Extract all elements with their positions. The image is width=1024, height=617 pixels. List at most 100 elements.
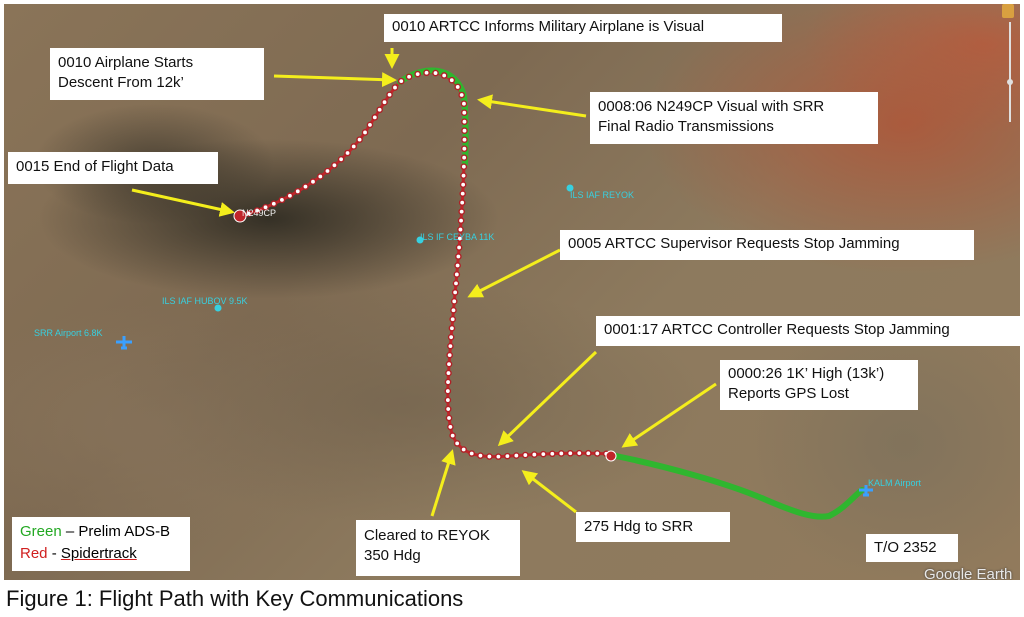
google-earth-attribution: Google Earth	[924, 566, 1013, 580]
map-legend: Green – Prelim ADS-B Red - Spidertrack	[12, 517, 190, 571]
track-point	[445, 369, 452, 377]
track-point	[286, 192, 294, 200]
track-point	[454, 262, 461, 269]
arrow-supervisor	[467, 248, 561, 298]
arrow-descent	[273, 72, 397, 88]
track-point	[477, 452, 484, 459]
arrow-gps-lost	[621, 382, 717, 448]
track-point	[461, 118, 468, 125]
compass-icon[interactable]	[1002, 4, 1014, 18]
legend-red-sep: -	[47, 545, 61, 562]
track-point	[576, 449, 583, 457]
waypoint-bov-label: ILS IAF HUBOV 9.5K	[162, 296, 248, 306]
track-point	[458, 208, 465, 215]
waypoint-ceyba-label: ILS IF CEYBA 11K	[420, 232, 495, 242]
track-point	[452, 280, 460, 287]
track-point	[540, 450, 547, 458]
callout-line: Final Radio Transmissions	[598, 118, 774, 135]
callout-srr-visual: 0008:06 N249CP Visual with SRR Final Rad…	[590, 92, 878, 144]
satellite-map[interactable]: ILS IAF REYOK ILS IF CEYBA 11K ILS IAF H…	[4, 4, 1020, 580]
track-point	[461, 136, 468, 143]
arrow-cleared	[430, 449, 456, 517]
track-point	[453, 440, 461, 447]
track-point	[549, 450, 556, 458]
track-point	[344, 149, 351, 157]
track-point	[445, 360, 453, 368]
callout-hdg275: 275 Hdg to SRR	[576, 512, 730, 542]
aircraft-tail-label: N249CP	[242, 208, 277, 218]
legend-red-word: Red	[20, 545, 48, 562]
track-point	[432, 69, 439, 77]
track-point	[317, 173, 324, 180]
track-point	[459, 181, 467, 188]
track-point	[460, 109, 468, 116]
track-point	[447, 423, 454, 431]
track-point	[522, 451, 529, 459]
track-point	[371, 114, 379, 121]
track-point	[445, 414, 453, 422]
track-point	[458, 199, 466, 206]
airplane-icon	[116, 336, 132, 350]
figure-caption: Figure 1: Flight Path with Key Communica…	[6, 586, 464, 611]
track-point	[513, 452, 520, 459]
track-point	[455, 244, 463, 251]
track-point	[450, 306, 457, 314]
track-point	[397, 77, 405, 85]
zoom-slider[interactable]	[1006, 22, 1014, 122]
track-point	[391, 84, 399, 91]
track-point	[461, 127, 468, 134]
track-point	[331, 161, 338, 169]
callout-controller: 0001:17 ARTCC Controller Requests Stop J…	[596, 316, 1020, 346]
track-point	[423, 69, 430, 77]
callout-line: Cleared to REYOK	[364, 527, 490, 544]
adsb-path-east	[613, 453, 865, 520]
track-point	[453, 271, 461, 278]
track-point	[361, 129, 369, 136]
track-point	[567, 449, 574, 457]
map-overlay	[116, 48, 873, 520]
legend-red-row: Red - Spidertrack	[20, 543, 182, 565]
track-point	[461, 145, 468, 152]
track-point	[253, 207, 261, 214]
track-point	[451, 289, 459, 296]
track-point	[531, 451, 538, 458]
callout-cleared: Cleared to REYOK 350 Hdg	[356, 520, 520, 576]
legend-green-text: – Prelim ADS-B	[61, 523, 171, 540]
track-point	[458, 91, 465, 99]
track-point	[444, 387, 452, 395]
track-point	[447, 333, 455, 341]
track-point	[504, 452, 511, 460]
airplane-icon	[859, 485, 873, 497]
callout-gps-lost: 0000:26 1K’ High (13k’) Reports GPS Lost	[720, 360, 918, 410]
callout-line: 0010 Airplane Starts	[58, 54, 194, 71]
legend-green-word: Green	[20, 523, 62, 540]
track-point	[585, 449, 592, 457]
track-point	[350, 143, 358, 150]
track-point	[444, 405, 452, 413]
track-point	[278, 196, 286, 204]
track-point	[558, 450, 565, 457]
track-point	[444, 396, 452, 404]
track-point	[456, 235, 464, 242]
waypoint-alm-label: KALM Airport	[868, 478, 922, 488]
spidertrack-path	[239, 71, 612, 459]
track-point	[454, 83, 462, 91]
arrow-end-data	[131, 188, 235, 217]
track-point	[366, 121, 374, 129]
callout-line: Descent From 12k’	[58, 74, 184, 91]
track-point	[448, 76, 456, 84]
callout-line: Reports GPS Lost	[728, 385, 849, 402]
waypoint-reyok-label: ILS IAF REYOK	[570, 190, 635, 200]
track-point	[309, 178, 317, 186]
legend-red-text: Spidertrack	[60, 545, 137, 562]
arrow-controller	[497, 350, 598, 447]
track-point	[447, 342, 454, 350]
callout-descent: 0010 Airplane Starts Descent From 12k’	[50, 48, 264, 100]
spidertrack-points	[236, 69, 610, 460]
track-point	[455, 253, 462, 260]
track-point	[460, 446, 467, 453]
track-point	[405, 73, 413, 81]
track-point	[460, 100, 468, 108]
track-point	[449, 432, 456, 439]
track-point	[446, 351, 453, 359]
